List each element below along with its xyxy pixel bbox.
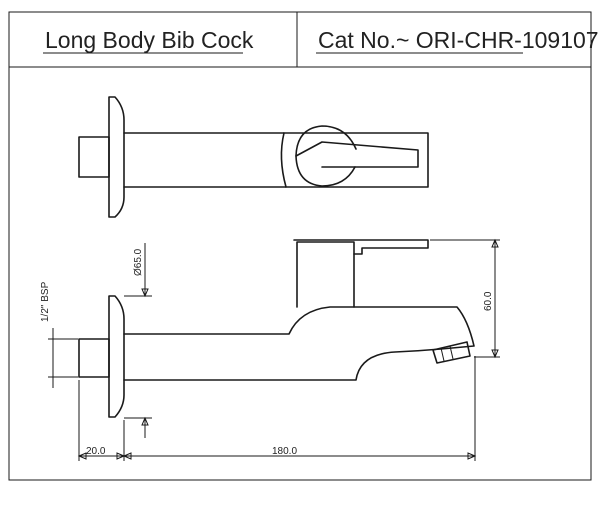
- height-label: 60.0: [483, 291, 494, 311]
- front-view: [78, 239, 475, 418]
- front-view-thread: [78, 338, 110, 378]
- top-view-thread: [78, 136, 110, 178]
- drawing-border: [8, 11, 592, 481]
- top-view-handle-lever: [295, 141, 419, 168]
- product-title: Long Body Bib Cock: [45, 27, 254, 53]
- dimension-lines: Ø65.0 1/2" BSP 60.0 20.0 180.0: [40, 238, 500, 461]
- front-view-aerator: [432, 341, 471, 364]
- top-view-handle-boss: [295, 125, 357, 187]
- front-view-lever: [293, 239, 429, 255]
- front-view-valve-housing: [296, 241, 355, 308]
- front-view-flange: [108, 295, 125, 418]
- top-view-flange: [108, 96, 125, 218]
- top-view: [78, 96, 429, 218]
- thread-length-label: 20.0: [86, 446, 106, 457]
- flange-diameter-label: Ø65.0: [133, 248, 144, 276]
- body-length-label: 180.0: [272, 446, 297, 457]
- catalog-number: Cat No.~ ORI-CHR-109107: [318, 27, 599, 53]
- thread-size-label: 1/2" BSP: [40, 281, 51, 322]
- front-view-body: [123, 306, 475, 381]
- top-view-handle-edge: [280, 132, 287, 188]
- front-view-aerator-line-2: [449, 345, 454, 360]
- front-view-aerator-line: [440, 347, 445, 362]
- top-view-body: [123, 132, 429, 188]
